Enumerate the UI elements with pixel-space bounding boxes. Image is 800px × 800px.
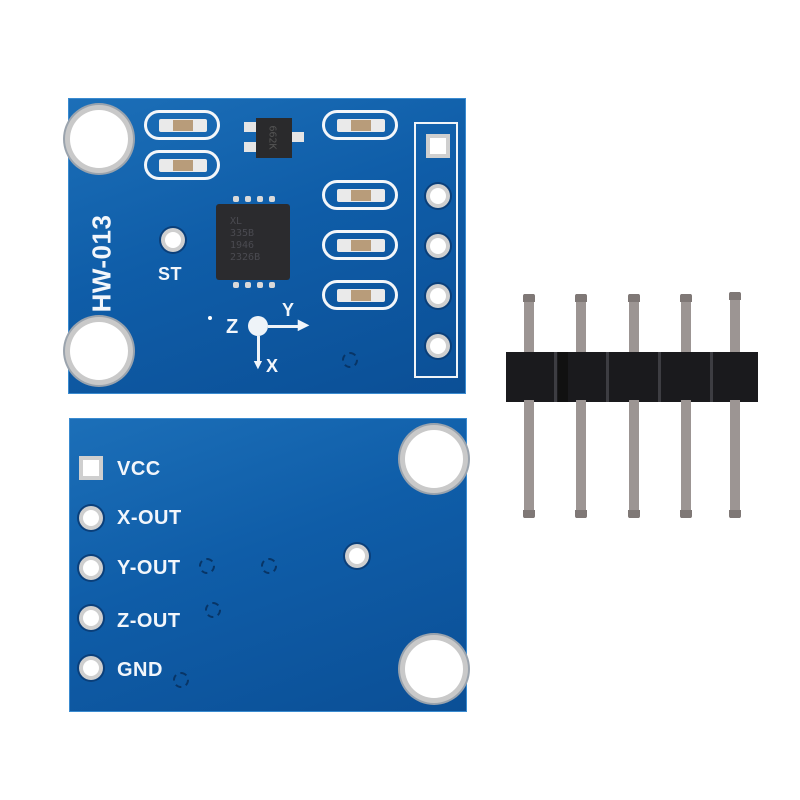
pin-label-x-out: X-OUT <box>117 507 182 529</box>
y-axis-arrow-icon <box>268 325 298 328</box>
header-footprint-outline <box>414 122 458 378</box>
pin-pad-z-out <box>83 610 99 626</box>
header-pin-4-bottom <box>680 400 692 518</box>
capacitor-c6 <box>322 280 398 310</box>
header-plastic-body <box>506 352 758 402</box>
pin-label-y-out: Y-OUT <box>117 557 181 579</box>
capacitor-c3 <box>322 110 398 140</box>
pin-pad-gnd <box>83 660 99 676</box>
via <box>199 558 215 574</box>
mounting-hole-bottom-left <box>70 322 128 380</box>
x-axis-arrow-icon <box>257 336 260 362</box>
pcb-back: VCC X-OUT Y-OUT Z-OUT GND <box>69 418 467 712</box>
capacitor-c1 <box>144 110 220 140</box>
via <box>173 672 189 688</box>
header-pin-2-bottom <box>575 400 587 518</box>
header-pad-2 <box>430 188 446 204</box>
regulator-marking: 662K <box>266 125 278 150</box>
pin-label-gnd: GND <box>117 659 163 681</box>
capacitor-c2 <box>144 150 220 180</box>
pin-label-z-out: Z-OUT <box>117 610 181 632</box>
adxl335-chip: XL 335B 1946 2326B <box>216 204 290 280</box>
axis-z-label: Z <box>226 316 239 338</box>
pin-pad-y-out <box>83 560 99 576</box>
model-label: HW-013 <box>86 214 117 313</box>
chip-pins-top <box>233 196 275 202</box>
mounting-hole-bottom-right <box>405 640 463 698</box>
axis-x-label: X <box>266 356 279 376</box>
chip-pins-bottom <box>233 282 275 288</box>
pin-pad-x-out <box>83 510 99 526</box>
header-pin-3-bottom <box>628 400 640 518</box>
mounting-hole-top-right <box>405 430 463 488</box>
via <box>205 602 221 618</box>
st-pad-back <box>349 548 365 564</box>
header-pad-3 <box>430 238 446 254</box>
axis-diagram: Z ▶ Y ▼ X <box>226 300 310 376</box>
axis-y-label: Y <box>282 300 295 320</box>
capacitor-c4 <box>322 180 398 210</box>
header-pad-5 <box>430 338 446 354</box>
capacitor-c5 <box>322 230 398 260</box>
header-pin-5-bottom <box>729 400 741 518</box>
pcb-front: HW-013 ST 662K XL 335B 1946 2326B Z ▶ Y … <box>68 98 466 394</box>
pin-label-vcc: VCC <box>117 458 161 480</box>
pin1-dot <box>208 316 212 320</box>
voltage-regulator: 662K <box>244 118 304 158</box>
header-pad-1 <box>430 138 446 154</box>
header-pad-4 <box>430 288 446 304</box>
mounting-hole-top-left <box>70 110 128 168</box>
header-pin-1-bottom <box>523 400 535 518</box>
pin-pad-vcc <box>83 460 99 476</box>
header-pin-3-top <box>628 294 640 354</box>
via <box>261 558 277 574</box>
z-axis-circle-icon <box>248 316 268 336</box>
header-pin-1-top <box>523 294 535 354</box>
st-pad <box>165 232 181 248</box>
st-label: ST <box>158 264 183 284</box>
header-pin-4-top <box>680 294 692 354</box>
header-pin-2-top <box>575 294 587 354</box>
header-pin-5-top <box>729 292 741 354</box>
via <box>342 352 358 368</box>
